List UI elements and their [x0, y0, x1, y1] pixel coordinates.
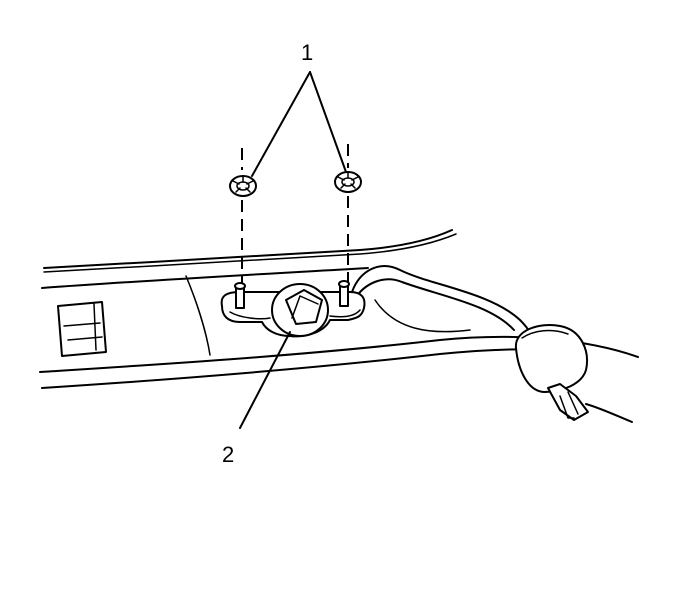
callout-1-label: 1 — [301, 40, 313, 65]
alignment-lines — [241, 144, 349, 284]
light-sensor — [271, 283, 329, 337]
push-nut-right — [334, 171, 362, 193]
trim-vent — [57, 301, 107, 357]
harness-connector — [514, 324, 633, 423]
leader-lines — [239, 71, 347, 429]
push-nut-left — [229, 175, 257, 197]
mounting-studs — [234, 280, 350, 309]
callout-2-label: 2 — [222, 442, 234, 467]
wiring-harness — [351, 265, 531, 341]
